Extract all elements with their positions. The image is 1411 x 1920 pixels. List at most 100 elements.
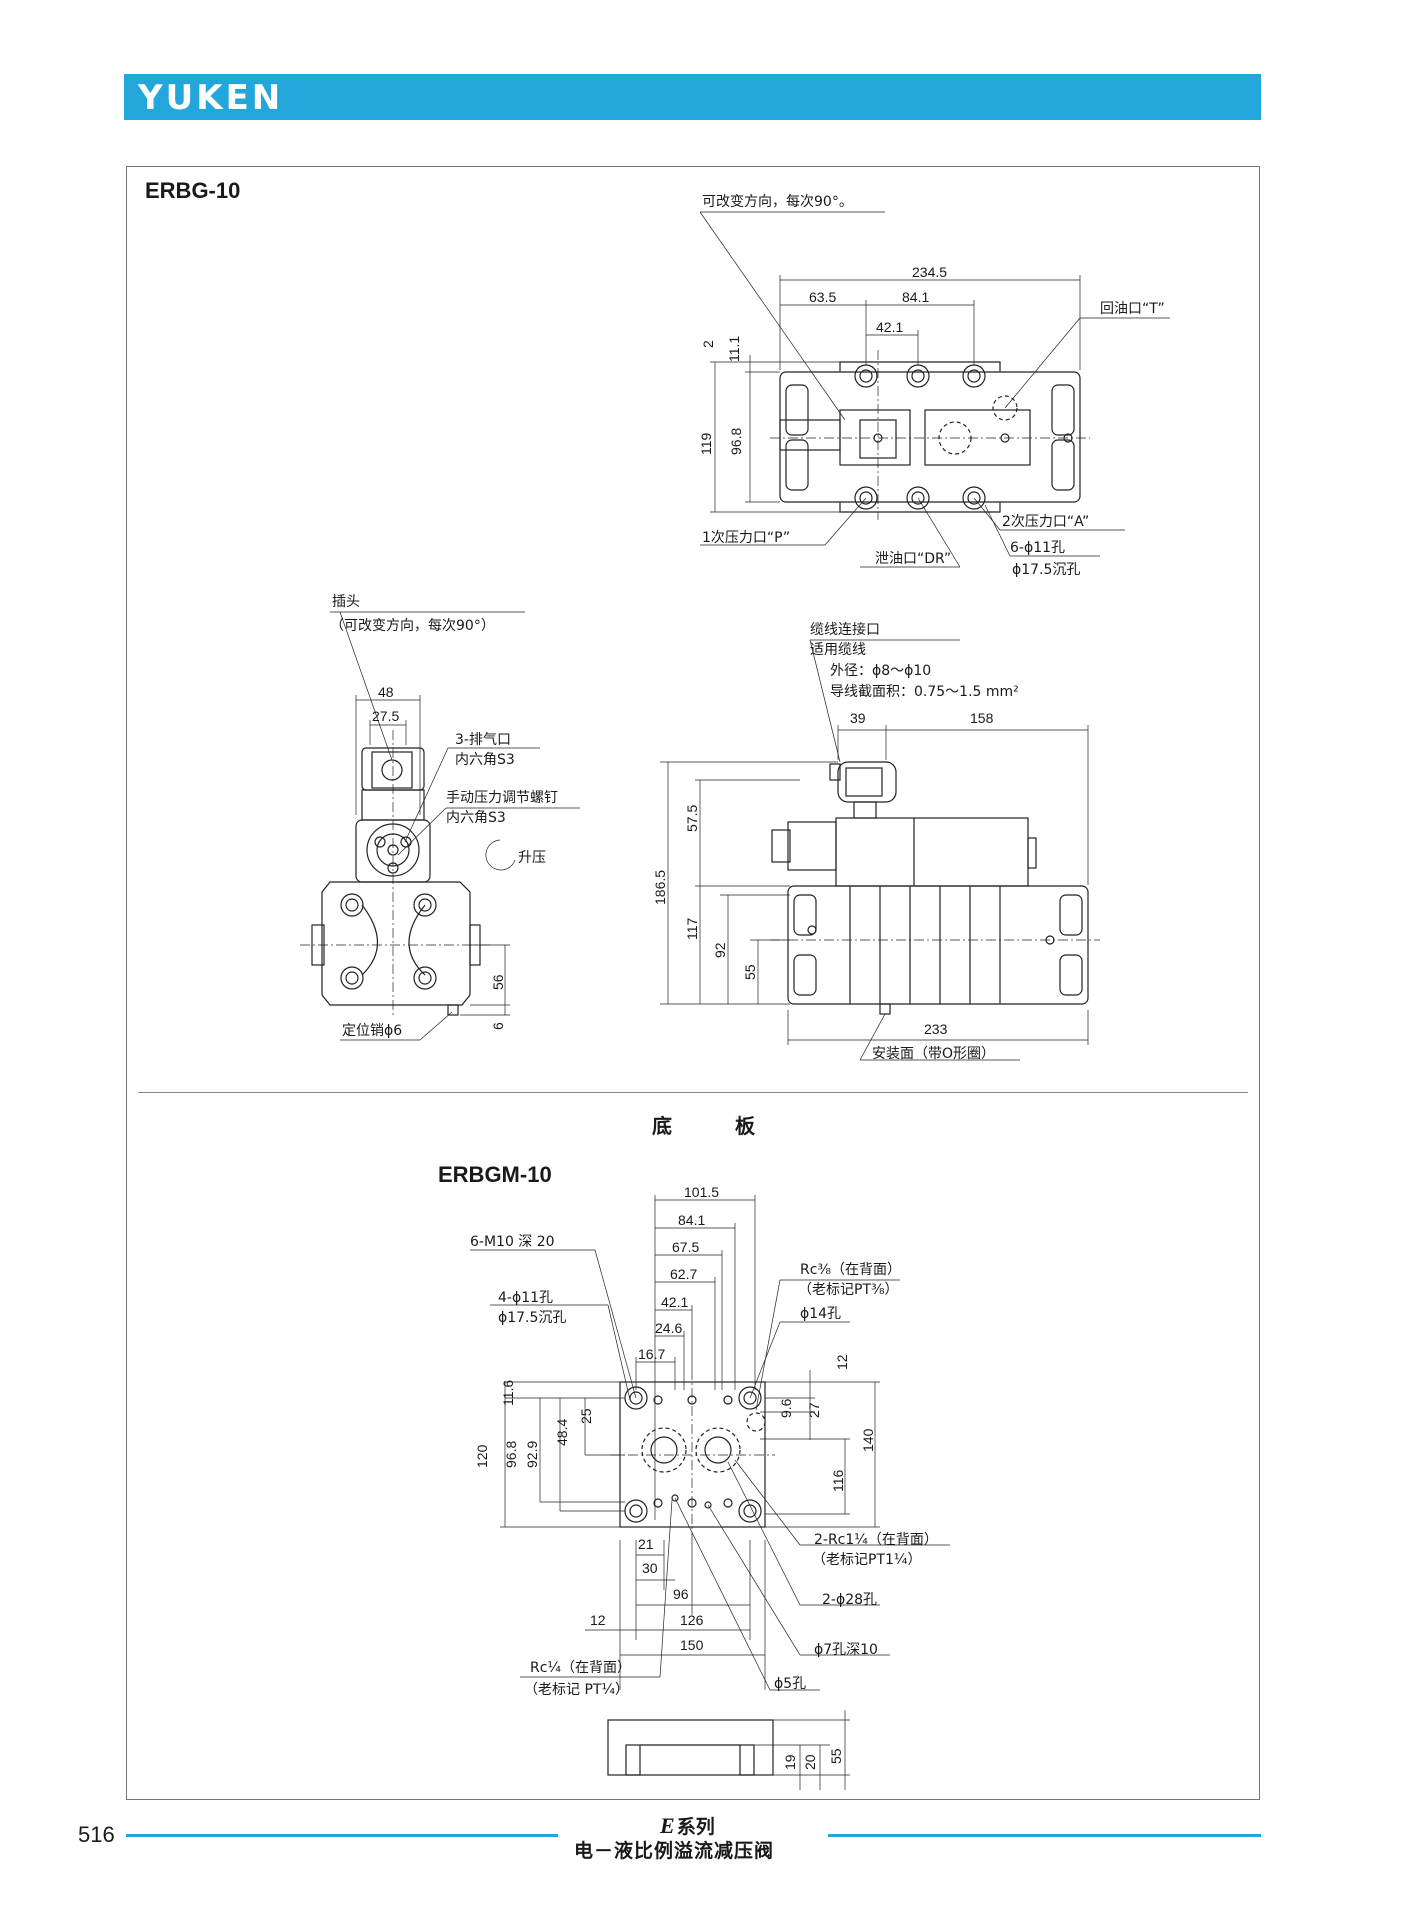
dim-150: 150 bbox=[680, 1637, 704, 1653]
dim-2: 2 bbox=[700, 340, 716, 348]
rotate-note: 可改变方向，每次90°。 bbox=[702, 194, 853, 210]
dim-30: 30 bbox=[642, 1560, 658, 1576]
dim-119: 119 bbox=[698, 432, 714, 455]
series-text: 系列 bbox=[676, 1816, 715, 1838]
adjust-screw-label: 手动压力调节螺钉 bbox=[446, 790, 558, 806]
baseplate-side-outline bbox=[607, 1719, 774, 1776]
front-view-dimension-lines bbox=[660, 639, 1100, 1061]
dim-27-5: 27.5 bbox=[372, 708, 400, 724]
top-view-dimension-lines bbox=[699, 211, 1170, 568]
top-view-center-lines bbox=[770, 350, 1090, 520]
hole14-label: ϕ14孔 bbox=[800, 1306, 842, 1322]
hole28-label: 2-ϕ28孔 bbox=[822, 1592, 878, 1608]
model-erbg-10: ERBG-10 bbox=[145, 178, 241, 203]
dim-39: 39 bbox=[850, 710, 866, 726]
dim-21: 21 bbox=[638, 1536, 654, 1552]
dim-234-5: 234.5 bbox=[912, 264, 948, 280]
dim-27: 27 bbox=[806, 1402, 822, 1418]
dim-92: 92 bbox=[712, 942, 728, 958]
baseplate-dimension-lines bbox=[470, 1195, 950, 1691]
footer-line-right bbox=[828, 1834, 1261, 1837]
dim-42-1-base: 42.1 bbox=[661, 1294, 689, 1310]
dim-16-7: 16.7 bbox=[638, 1346, 666, 1362]
cable-fit-label: 适用缆线 bbox=[810, 642, 866, 658]
hole7-label: ϕ7孔深10 bbox=[814, 1642, 878, 1658]
baseplate-outline bbox=[619, 1381, 766, 1528]
holes-label: 6-ϕ11孔 bbox=[1010, 540, 1066, 556]
mount-surface-label: 安装面（带O形圈） bbox=[872, 1046, 996, 1062]
cable-od-label: 外径：ϕ8～ϕ10 bbox=[830, 663, 932, 679]
dim-57-5: 57.5 bbox=[684, 804, 700, 832]
raise-pressure-label: 升压 bbox=[518, 850, 546, 866]
dim-12: 12 bbox=[834, 1354, 850, 1370]
baseplate-side-dims bbox=[754, 1710, 850, 1790]
section-title-baseplate: 底 板 bbox=[652, 1114, 783, 1138]
pt114-label: （老标记PT1¼） bbox=[812, 1552, 922, 1568]
base-holes-label: 4-ϕ11孔 bbox=[498, 1290, 554, 1306]
dim-67-5: 67.5 bbox=[672, 1239, 700, 1255]
pt14-label: （老标记 PT¼） bbox=[524, 1682, 630, 1698]
plug-label: 插头 bbox=[332, 594, 360, 610]
side-view-outline bbox=[311, 747, 481, 1016]
dim-126: 126 bbox=[680, 1612, 704, 1628]
dim-84-1: 84.1 bbox=[902, 289, 930, 305]
dim-63-5: 63.5 bbox=[809, 289, 837, 305]
dim-19: 19 bbox=[782, 1754, 798, 1770]
cable-area-label: 导线截面积：0.75～1.5 mm² bbox=[830, 684, 1019, 700]
dim-56: 56 bbox=[490, 974, 506, 990]
dim-55: 55 bbox=[742, 964, 758, 980]
dim-6: 6 bbox=[490, 1022, 506, 1030]
dim-11-6: 11.6 bbox=[500, 1379, 516, 1406]
dim-96: 96 bbox=[673, 1586, 689, 1602]
pt38-label: （老标记PT³⁄₈） bbox=[798, 1282, 899, 1298]
dim-116: 116 bbox=[830, 1469, 846, 1492]
dim-25: 25 bbox=[578, 1408, 594, 1424]
plug-note: （可改变方向，每次90°） bbox=[330, 618, 495, 634]
dim-96-8-base: 96.8 bbox=[503, 1440, 519, 1468]
locating-pin-label: 定位销ϕ6 bbox=[342, 1023, 403, 1039]
header-banner bbox=[124, 74, 1261, 120]
port-t-label: 回油口“T” bbox=[1100, 301, 1165, 317]
dim-140: 140 bbox=[860, 1428, 876, 1452]
dim-9-6: 9.6 bbox=[778, 1398, 794, 1418]
dim-11-1: 11.1 bbox=[726, 335, 742, 362]
content-frame bbox=[126, 166, 1260, 1800]
hole5-label: ϕ5孔 bbox=[774, 1676, 807, 1692]
dim-117: 117 bbox=[684, 917, 700, 940]
port-dr-label: 泄油口“DR” bbox=[875, 551, 952, 567]
product-title: 电－液比例溢流减压阀 bbox=[574, 1840, 775, 1862]
dim-92-9: 92.9 bbox=[524, 1440, 540, 1468]
section-divider bbox=[138, 1092, 1248, 1093]
port-a-label: 2次压力口“A” bbox=[1002, 514, 1090, 530]
vent-hex-label: 内六角S3 bbox=[455, 752, 515, 768]
dim-120: 120 bbox=[474, 1444, 490, 1468]
dim-24-6: 24.6 bbox=[655, 1320, 683, 1336]
dim-233: 233 bbox=[924, 1021, 948, 1037]
adjust-hex-label: 内六角S3 bbox=[446, 810, 506, 826]
dim-96-8: 96.8 bbox=[728, 427, 744, 455]
front-view-outline bbox=[771, 761, 1089, 1015]
dim-55-base: 55 bbox=[828, 1748, 844, 1764]
dim-158: 158 bbox=[970, 710, 994, 726]
rc114-label: 2-Rc1¼（在背面） bbox=[814, 1532, 938, 1548]
brand-logo: YUKEN bbox=[138, 78, 284, 118]
base-counterbore-label: ϕ17.5沉孔 bbox=[498, 1310, 567, 1326]
model-erbgm-10: ERBGM-10 bbox=[438, 1162, 552, 1187]
rc38-label: Rc³⁄₈（在背面） bbox=[800, 1262, 901, 1278]
cable-port-label: 缆线连接口 bbox=[810, 622, 880, 638]
dim-101-5: 101.5 bbox=[684, 1184, 720, 1200]
dim-12-bottom: 12 bbox=[590, 1612, 606, 1628]
series-letter: E bbox=[660, 1813, 675, 1838]
rc14-label: Rc¼（在背面） bbox=[530, 1660, 631, 1676]
tap-label: 6-M10 深 20 bbox=[470, 1234, 555, 1250]
dim-62-7: 62.7 bbox=[670, 1266, 698, 1282]
page-number: 516 bbox=[78, 1822, 115, 1847]
top-view-outline bbox=[779, 361, 1081, 513]
dim-20: 20 bbox=[802, 1754, 818, 1770]
dim-42-1: 42.1 bbox=[876, 319, 904, 335]
dim-48: 48 bbox=[378, 684, 394, 700]
footer-line-left bbox=[126, 1834, 558, 1837]
dim-186-5: 186.5 bbox=[652, 869, 668, 905]
